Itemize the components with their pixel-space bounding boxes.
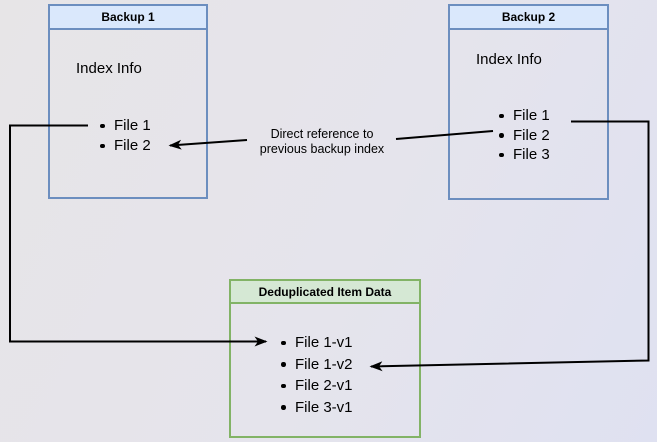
- backup2-index-info-label: Index Info: [476, 51, 542, 68]
- backup1-file-list: File 1 File 2: [100, 116, 151, 156]
- backup2-file-list: File 1 File 2 File 3: [499, 106, 550, 165]
- list-item: File 1: [499, 107, 550, 124]
- list-item: File 1: [100, 117, 151, 134]
- list-item: File 3: [499, 146, 550, 163]
- annotation-line-1: Direct reference to: [270, 127, 374, 141]
- backup1-index-info-label: Index Info: [76, 60, 142, 77]
- backup2-box: Backup 2: [448, 4, 609, 200]
- list-item: File 3-v1: [281, 397, 353, 419]
- backup1-title: Backup 1: [50, 6, 206, 30]
- list-item: File 2: [100, 137, 151, 154]
- list-item: File 2-v1: [281, 375, 353, 397]
- direct-reference-annotation: Direct reference to previous backup inde…: [232, 127, 412, 157]
- list-item: File 1-v2: [281, 354, 353, 376]
- list-item: File 1-v1: [281, 332, 353, 354]
- annotation-line-2: previous backup index: [259, 142, 385, 156]
- list-item: File 2: [499, 126, 550, 144]
- dedup-title: Deduplicated Item Data: [231, 281, 419, 304]
- backup2-title: Backup 2: [450, 6, 607, 30]
- dedup-file-list: File 1-v1 File 1-v2 File 2-v1 File 3-v1: [281, 332, 353, 419]
- backup1-box: Backup 1: [48, 4, 208, 199]
